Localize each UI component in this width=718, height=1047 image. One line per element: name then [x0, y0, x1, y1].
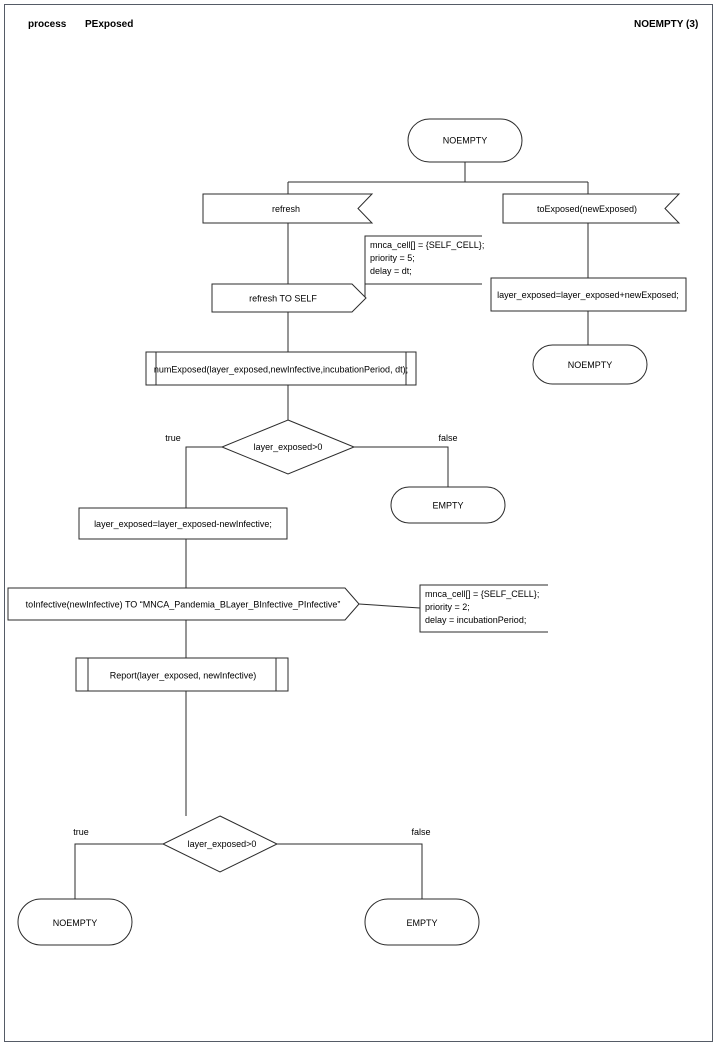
input-label: toExposed(newExposed): [537, 204, 637, 214]
proc-report[interactable]: Report(layer_exposed, newInfective): [75, 657, 289, 692]
input-refresh[interactable]: refresh: [202, 193, 374, 224]
state-shape: [390, 486, 506, 524]
branch-label-true: true: [165, 433, 181, 443]
comment-toinfective: mnca_cell[] = {SELF_CELL}; priority = 2;…: [358, 584, 548, 633]
state-noempty-right[interactable]: NOEMPTY: [532, 344, 648, 385]
task-add-exposed[interactable]: layer_exposed=layer_exposed+newExposed;: [490, 277, 687, 312]
decision-shape: [220, 419, 356, 475]
state-label: NOEMPTY: [568, 360, 613, 370]
task-label: layer_exposed=layer_exposed+newExposed;: [497, 290, 679, 300]
procedure-label: numExposed(layer_exposed,newInfective,in…: [154, 365, 408, 375]
comment-bracket: [419, 584, 548, 633]
procedure-label: Report(layer_exposed, newInfective): [110, 671, 257, 681]
procedure-shape: [75, 657, 289, 692]
input-shape: [202, 193, 374, 224]
decision-label: layer_exposed>0: [254, 442, 323, 452]
state-empty-bottom[interactable]: EMPTY: [364, 898, 480, 946]
input-shape: [502, 193, 681, 224]
output-shape: [211, 283, 367, 313]
connector-bottom-false: [277, 843, 423, 899]
state-noempty-top[interactable]: NOEMPTY: [407, 118, 523, 163]
state-label: EMPTY: [406, 918, 437, 928]
task-label: layer_exposed=layer_exposed-newInfective…: [94, 519, 272, 529]
state-shape: [532, 344, 648, 385]
header-keyword: process: [28, 19, 67, 30]
state-noempty-bottom[interactable]: NOEMPTY: [17, 898, 133, 946]
task-shape: [78, 507, 288, 540]
task-shape: [490, 277, 687, 312]
header-process-name: PExposed: [85, 19, 134, 30]
output-label: toInfective(newInfective) TO “MNCA_Pande…: [26, 600, 341, 610]
proc-numexposed[interactable]: numExposed(layer_exposed,newInfective,in…: [145, 351, 417, 386]
comment-line-3: delay = incubationPeriod;: [425, 615, 526, 625]
comment-line-3: delay = dt;: [370, 266, 412, 276]
state-shape: [364, 898, 480, 946]
decision-bottom[interactable]: layer_exposed>0 true false: [73, 815, 431, 873]
comment-line-1: mnca_cell[] = {SELF_CELL};: [370, 240, 484, 250]
procedure-shape: [145, 351, 417, 386]
decision-shape: [161, 815, 279, 873]
comment-connector: [358, 603, 421, 609]
decision-label: layer_exposed>0: [188, 839, 257, 849]
comment-bracket: [364, 235, 482, 285]
decision-top[interactable]: layer_exposed>0 true false: [165, 419, 458, 475]
branch-label-false: false: [411, 827, 430, 837]
comment-line-1: mnca_cell[] = {SELF_CELL};: [425, 589, 539, 599]
state-shape: [17, 898, 133, 946]
state-label: NOEMPTY: [443, 136, 488, 146]
connector-decision-true: [185, 446, 222, 508]
task-sub-infective[interactable]: layer_exposed=layer_exposed-newInfective…: [78, 507, 288, 540]
connector-decision-false: [354, 446, 449, 487]
state-shape: [407, 118, 523, 163]
input-label: refresh: [272, 204, 300, 214]
comment-refresh: mnca_cell[] = {SELF_CELL}; priority = 5;…: [352, 235, 484, 299]
comment-line-2: priority = 5;: [370, 253, 415, 263]
branch-label-true: true: [73, 827, 89, 837]
output-refresh-to-self[interactable]: refresh TO SELF: [211, 283, 367, 313]
comment-line-2: priority = 2;: [425, 602, 470, 612]
output-toinfective[interactable]: toInfective(newInfective) TO “MNCA_Pande…: [7, 587, 360, 621]
state-label: NOEMPTY: [53, 918, 98, 928]
branch-label-false: false: [438, 433, 457, 443]
output-label: refresh TO SELF: [249, 294, 317, 304]
input-toexposed[interactable]: toExposed(newExposed): [502, 193, 681, 224]
state-empty-mid[interactable]: EMPTY: [390, 486, 506, 524]
state-label: EMPTY: [432, 501, 463, 511]
output-shape: [7, 587, 360, 621]
header-state-reference: NOEMPTY (3): [634, 19, 699, 30]
connector-bottom-true: [74, 843, 163, 899]
